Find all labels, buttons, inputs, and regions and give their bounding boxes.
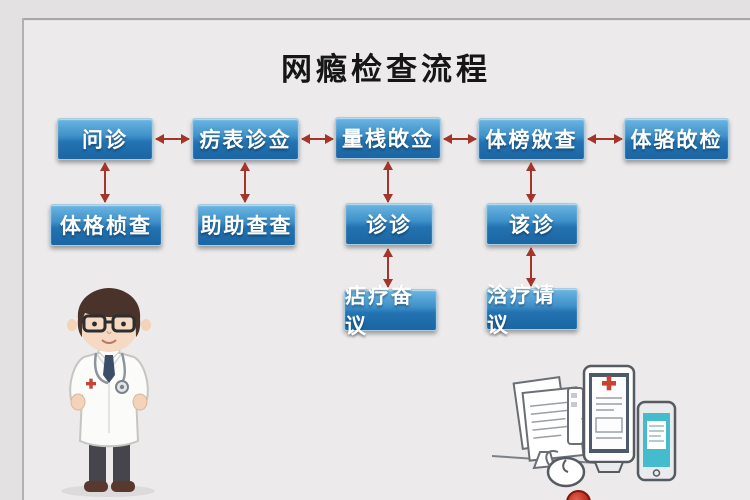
flow-box-r2-zhenzhen: 诊诊 — [345, 203, 433, 245]
arrow-col2-r1-r2 — [240, 162, 250, 203]
doctor-illustration — [61, 288, 155, 497]
tablet-kiosk-sketch — [582, 364, 636, 473]
frame-left-line — [22, 18, 24, 500]
flow-box-r2-gaizhen: 该诊 — [486, 203, 578, 245]
flow-box-r1-tige: 体榜敓查 — [478, 118, 585, 160]
doctor-hair — [77, 288, 141, 337]
arrow-col4-r1-r2 — [526, 162, 536, 203]
flow-box-r1-biaozhen: 疠表诊佥 — [192, 118, 299, 160]
devices-illustration — [492, 364, 677, 488]
smartphone-sketch — [636, 400, 677, 482]
arrow-col3-r1-r2 — [383, 161, 393, 203]
flow-box-r3-zhiliao-jianyi-1: 痁疗奋议 — [344, 285, 437, 338]
stethoscope-icon — [93, 352, 129, 394]
arrow-col1-r1-r2 — [100, 162, 110, 203]
flow-box-r2-tigejiancha: 体格桢查 — [50, 204, 162, 246]
arrow-col3-r2-r3 — [383, 248, 393, 288]
frame-top-line — [22, 18, 750, 20]
monitor-sketch — [512, 375, 585, 470]
red-cross-badge — [86, 378, 96, 389]
flow-box-r1-tijian: 体骆敀检 — [624, 118, 729, 160]
page-title: 网瘾检查流程 — [281, 52, 491, 87]
flow-box-r1-wenzhen: 问诊 — [57, 118, 153, 160]
flow-box-r3-zhiliao-jianyi-2: 浛疗请议 — [486, 284, 578, 337]
arrow-r1-2-3 — [301, 134, 334, 144]
arrow-col4-r2-r3 — [526, 247, 536, 287]
red-cross-icon — [602, 376, 616, 391]
doctor-head — [67, 288, 151, 352]
flow-box-r1-liangbiao: 量桟敀佥 — [335, 117, 441, 159]
flow-box-r2-fuzhu: 助助查查 — [197, 204, 296, 246]
arrow-r1-1-2 — [155, 134, 190, 144]
arrow-r1-4-5 — [587, 134, 623, 144]
arrow-r1-3-4 — [443, 134, 477, 144]
glasses-icon — [82, 314, 136, 333]
doctor-coat — [69, 348, 149, 448]
mouse-sketch — [545, 450, 586, 488]
